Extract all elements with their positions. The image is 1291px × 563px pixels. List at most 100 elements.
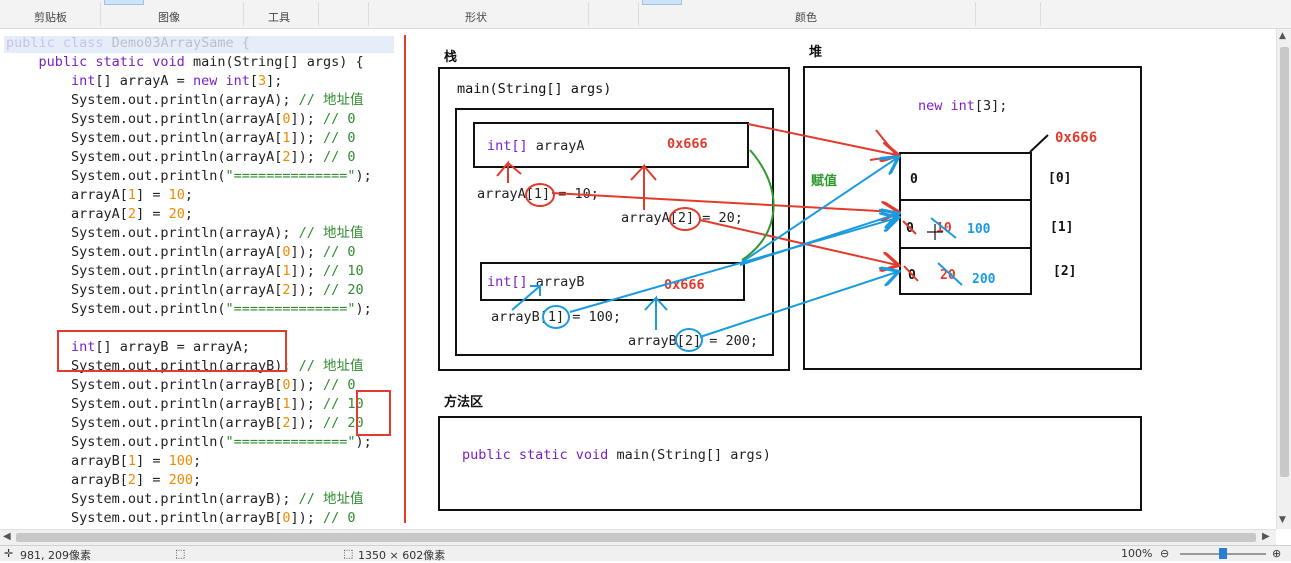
code-token: // 10 [323,396,364,412]
arrow-mark-heap-top [869,129,899,161]
strike-cell2-20 [937,262,963,286]
code-token: ]; [266,73,283,89]
zoom-slider-thumb[interactable] [1219,548,1227,559]
code-token: ]); [290,149,323,165]
cursor-position-icon: ✛ [4,547,14,560]
zoom-out-icon[interactable]: ⊖ [1160,547,1170,560]
code-token: 20 [168,206,185,222]
code-token: // 0 [323,149,356,165]
arrow-up-a2 [630,163,657,210]
code-token: 200 [168,472,193,488]
ribbon-group-tools[interactable]: 工具 [268,11,290,24]
heap-index-2: [2] [1053,264,1076,279]
code-line: arrayB[1] = 100; [6,452,201,471]
code-token: ); [355,434,372,450]
horizontal-scrollbar[interactable]: ◀ ▶ [0,529,1276,545]
heap-cell-2 [899,247,1032,295]
main-frame-box [455,108,774,356]
code-token: System.out.println(arrayA[ [6,244,283,260]
scroll-right-arrow-icon[interactable]: ▶ [1262,531,1270,542]
var-arraya-box [473,122,749,168]
code-token: 2 [282,282,291,298]
code-token: System.out.println(arrayB); [6,491,299,507]
zoom-level: 100% [1121,547,1153,560]
zoom-in-icon[interactable]: ⊕ [1272,547,1282,560]
heap-cell-2-old1: 20 [940,268,956,283]
code-token: 2 [282,149,291,165]
code-token: 1 [282,396,291,412]
arrow-up-b2 [644,295,668,330]
memory-diagram: 栈 堆 方法区 main(String[] args) int[] arrayA… [4,36,1142,511]
code-token: // 地址值 [298,225,364,241]
horizontal-scroll-thumb[interactable] [16,533,1256,542]
code-token: [] arrayA = [95,73,193,89]
var-arraya-label: int[] arrayA [487,138,585,154]
code-line: System.out.println(arrayA[1]); // 0 [6,129,356,148]
code-line: System.out.println(arrayB); // 地址值 [6,490,363,509]
paint-canvas[interactable] [0,29,1276,529]
stack-title: 栈 [444,49,457,65]
method-signature: public static void main(String[] args) [462,447,771,463]
main-frame-label: main(String[] args) [457,81,611,97]
code-line: System.out.println("=============="); [6,433,372,452]
strike-cell1-10 [930,217,957,239]
code-token: 1 [282,130,291,146]
ribbon-group-image[interactable]: 图像 [158,11,180,24]
scroll-up-arrow-icon[interactable]: ▲ [1279,31,1286,41]
heap-address-pointer [1029,134,1049,153]
arrow-up-a1 [496,160,522,183]
var-arrayb-label: int[] arrayB [487,274,585,290]
code-line: System.out.println("=============="); [6,167,372,186]
arrow-a2-to-cell2 [699,219,897,265]
assign-a2: arrayA[2] = 20; [621,210,743,226]
assign-curve [741,149,775,261]
vertical-scrollbar[interactable]: ▲ ▼ [1276,29,1291,529]
divider-line [404,35,406,523]
scroll-left-arrow-icon[interactable]: ◀ [3,531,11,542]
code-line: int[] arrayB = arrayA; [6,338,250,357]
ribbon-separator [100,2,101,26]
ribbon-separator [368,2,369,26]
code-token: 3 [258,73,267,89]
assign-b1: arrayB[1] = 100; [491,309,621,325]
circle-b2-index [675,328,703,352]
ribbon-group-shapes[interactable]: 形状 [465,11,487,24]
code-token: 0 [282,377,291,393]
cursor-crosshair-icon [927,224,943,240]
code-token: arrayB[ [6,472,128,488]
arrow-a1-to-cell1 [551,192,897,212]
code-line: System.out.println(arrayB[0]); // 0 [6,376,356,395]
code-token: System.out.println(arrayB[ [6,396,283,412]
code-token: ); [355,168,372,184]
code-line: arrayA[1] = 10; [6,186,193,205]
assign-a1: arrayA[1] = 10; [477,186,599,202]
ribbon-group-clipboard[interactable]: 剪贴板 [34,11,67,24]
code-token: ; [184,206,193,222]
heap-cell-0-value: 0 [910,172,918,187]
code-token: ]); [290,282,323,298]
code-line: arrayA[2] = 20; [6,205,193,224]
code-token: System.out.println( [6,434,226,450]
ribbon-group-colors[interactable]: 颜色 [795,11,817,24]
code-token: ]); [290,130,323,146]
vertical-scroll-thumb[interactable] [1280,47,1289,477]
ribbon-highlight-colors [642,0,682,5]
ribbon-separator [1040,2,1041,26]
code-token: System.out.println(arrayB[ [6,415,283,431]
arrow-arrayb-to-heap [741,158,897,263]
code-token: // 0 [323,377,356,393]
code-token: public static void [6,54,185,70]
code-token: System.out.println(arrayA[ [6,111,283,127]
ribbon-separator [588,2,589,26]
code-line: System.out.println(arrayA[2]); // 20 [6,281,364,300]
status-bar: ✛ 981, 209像素 ⬚ ⬚ 1350 × 602像素 100% ⊖ ⊕ [0,545,1291,562]
code-token: [] arrayB = arrayA; [95,339,250,355]
assign-label: 赋值 [811,173,837,189]
code-token: 1 [127,453,137,469]
code-token: ] = [136,187,169,203]
method-area-box [438,416,1142,511]
scroll-down-arrow-icon[interactable]: ▼ [1279,515,1286,525]
var-arraya-address: 0x666 [667,136,708,152]
code-token: ; [192,472,202,488]
code-token: ] = [136,206,169,222]
